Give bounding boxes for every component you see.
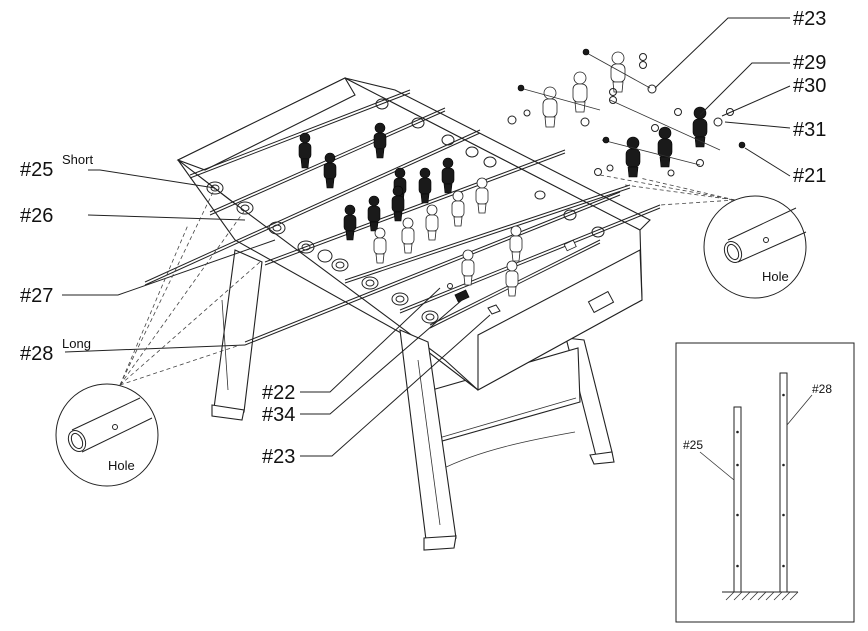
inset-label-28: #28 [812, 382, 832, 396]
label-29: #29 [793, 52, 826, 74]
part-labels: #23 #29 #30 #31 #21 #25 Short #26 #27 #2… [20, 8, 826, 468]
rod-length-inset: #25 #28 [675, 342, 855, 623]
player-rods [144, 89, 661, 346]
hole-detail-right: Hole [639, 177, 807, 299]
label-30: #30 [793, 75, 826, 97]
label-23-bottom: #23 [262, 446, 295, 468]
hole-label-right: Hole [762, 269, 789, 284]
label-34: #34 [262, 404, 295, 426]
label-26: #26 [20, 205, 53, 227]
label-28: #28 [20, 343, 53, 365]
scoreboard-slot [587, 290, 615, 314]
label-27: #27 [20, 285, 53, 307]
label-28-note: Long [62, 336, 91, 351]
hole-label-left: Hole [108, 458, 135, 473]
label-23-top: #23 [793, 8, 826, 30]
label-25-note: Short [62, 152, 93, 167]
label-31: #31 [793, 119, 826, 141]
rod-hardware [447, 239, 577, 315]
label-25: #25 [20, 159, 53, 181]
inset-label-25: #25 [683, 438, 703, 452]
leader-lines [62, 17, 791, 457]
hole-detail-left: Hole [55, 187, 261, 487]
exploded-player-parts [507, 48, 746, 201]
rod-holes [206, 98, 605, 324]
label-21: #21 [793, 165, 826, 187]
table-players [298, 122, 523, 297]
foosball-table [144, 77, 661, 551]
label-22: #22 [262, 382, 295, 404]
